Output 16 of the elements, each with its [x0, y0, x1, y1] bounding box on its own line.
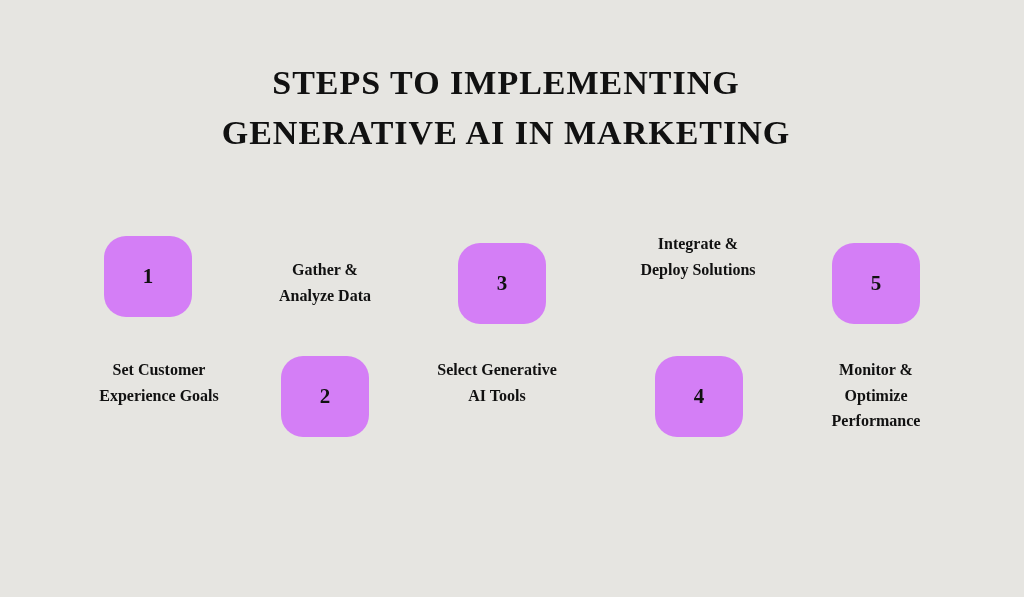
title: STEPS TO IMPLEMENTING GENERATIVE AI IN MARKETING — [220, 63, 792, 153]
step-label: Select Generative AI Tools — [436, 360, 558, 406]
step-box — [832, 243, 920, 324]
step-number: 5 — [870, 271, 882, 296]
step-number: 1 — [142, 264, 154, 289]
step-box — [281, 356, 369, 437]
step-label: Integrate & Deploy Solutions — [639, 234, 757, 281]
step-label: Gather & Analyze Data — [278, 260, 372, 307]
step-number: 2 — [319, 384, 331, 409]
step-number: 3 — [496, 271, 508, 296]
step-box — [458, 243, 546, 324]
step-number: 4 — [693, 384, 705, 409]
step-box — [104, 236, 192, 317]
step-box — [655, 356, 743, 437]
step-label: Set Customer Experience Goals — [98, 360, 220, 407]
step-label: Monitor & Optimize Performance — [830, 360, 922, 431]
